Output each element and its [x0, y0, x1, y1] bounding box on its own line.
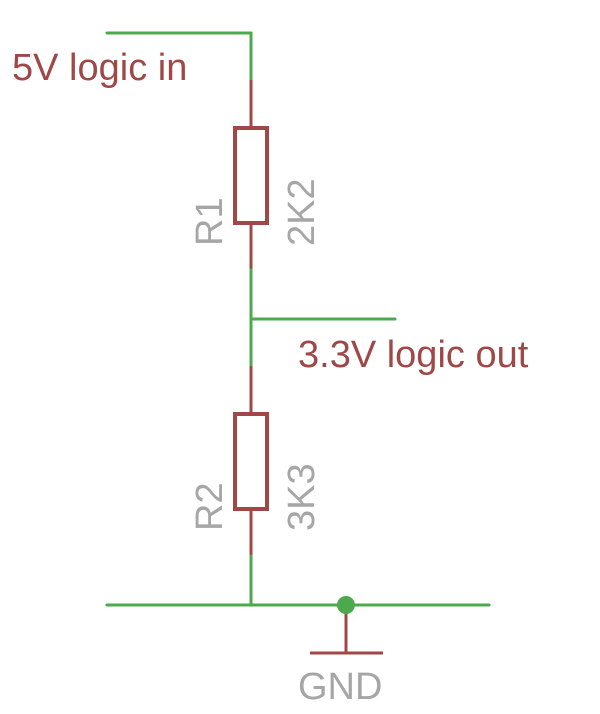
- resistor-r1: [233, 80, 269, 270]
- r1-value-label: 2K2: [281, 178, 323, 246]
- r2-value-label: 3K3: [281, 463, 323, 531]
- junction-dot: [337, 596, 355, 614]
- output-net-label: 3.3V logic out: [298, 334, 529, 376]
- resistor-r2: [233, 366, 269, 556]
- input-net-label: 5V logic in: [12, 47, 187, 89]
- ground-label: GND: [298, 666, 382, 708]
- r1-name-label: R1: [189, 197, 231, 246]
- r2-name-label: R2: [189, 482, 231, 531]
